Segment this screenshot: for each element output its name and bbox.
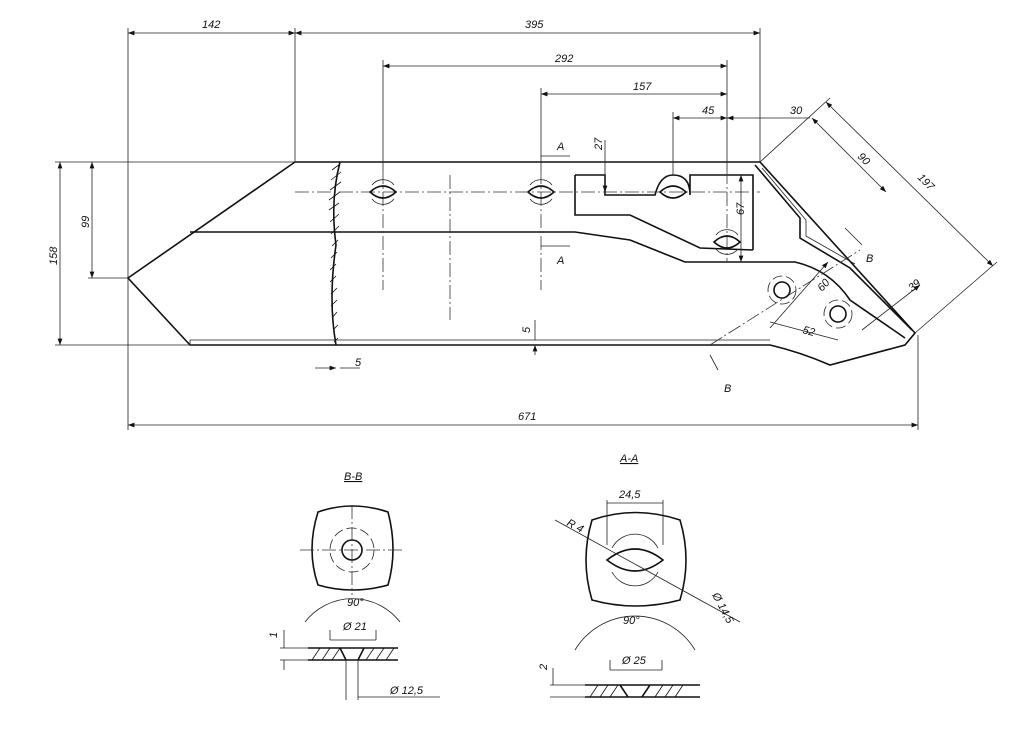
- dim-99: 99: [80, 216, 92, 228]
- dim-30: 30: [790, 105, 803, 117]
- dim-142: 142: [202, 19, 220, 31]
- bb-dia-hole: Ø 12,5: [389, 685, 424, 697]
- section-mark-a-bottom: A: [556, 255, 564, 267]
- dim-45: 45: [702, 105, 715, 117]
- section-bb-view: B-B 90° Ø 21 1 Ø 12,5: [268, 471, 440, 700]
- dim-67: 67: [735, 202, 747, 215]
- slot-holes: [368, 179, 853, 329]
- dim-197: 197: [915, 172, 937, 194]
- dim-5-mid: 5: [521, 326, 533, 333]
- aa-thickness: 2: [538, 664, 550, 671]
- aa-dia-countersink: Ø 25: [621, 655, 647, 667]
- bb-thickness: 1: [268, 632, 280, 638]
- dim-5-bottom: 5: [355, 357, 362, 369]
- section-mark-b-top: B: [866, 253, 873, 265]
- dim-90: 90: [855, 151, 873, 169]
- bb-angle: 90°: [347, 597, 364, 609]
- section-aa-view: A-A 24,5 R 4 Ø 14,5 90° Ø 25 2: [538, 453, 741, 698]
- aa-radius: R 4: [565, 517, 586, 536]
- section-mark-a-top: A: [556, 141, 564, 153]
- aa-width: 24,5: [618, 489, 641, 501]
- dim-292: 292: [554, 53, 573, 65]
- aa-dia-hole: Ø 14,5: [709, 590, 736, 626]
- dimension-lines: [57, 30, 994, 428]
- dim-395: 395: [525, 19, 544, 31]
- dimension-labels: 142 395 292 157 45 30 90 197 27 67 99 15…: [48, 19, 937, 423]
- section-bb-title: B-B: [344, 471, 362, 483]
- aa-angle: 90°: [623, 615, 640, 627]
- dim-158: 158: [48, 246, 60, 265]
- bb-dia-countersink: Ø 21: [342, 621, 367, 633]
- section-aa-title: A-A: [619, 453, 638, 465]
- dim-157: 157: [633, 81, 652, 93]
- dim-27: 27: [593, 137, 605, 151]
- blade-outline: [126, 161, 917, 366]
- extension-lines: [55, 28, 998, 430]
- dim-671: 671: [518, 411, 536, 423]
- dim-39: 39: [906, 277, 923, 294]
- section-mark-b-bottom: B: [724, 383, 731, 395]
- dim-52: 52: [801, 324, 816, 339]
